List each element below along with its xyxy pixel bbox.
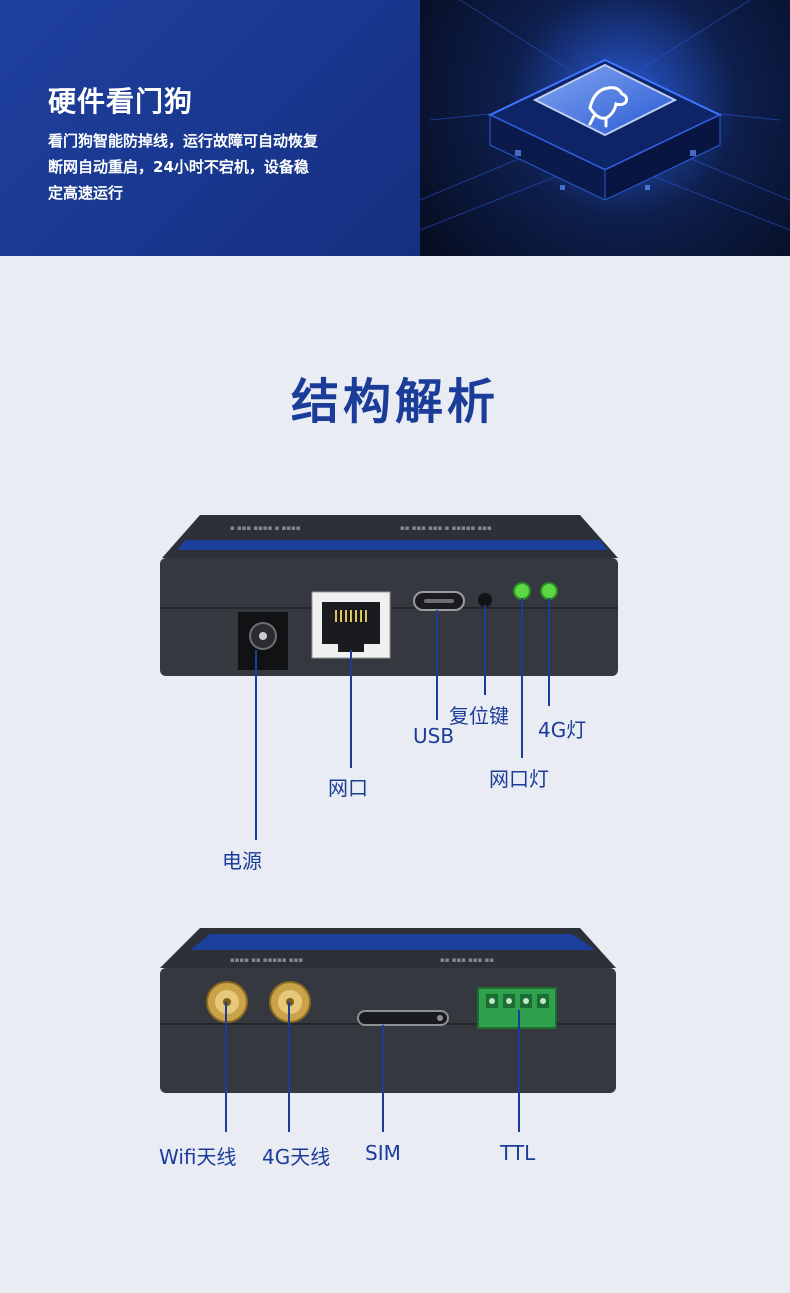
4g-antenna-label: 4G天线	[262, 1145, 331, 1169]
ttl-label: TTL	[500, 1141, 536, 1165]
antenna-connector	[206, 981, 248, 1023]
sim-pointer	[382, 1025, 384, 1132]
ethernet-pointer	[350, 650, 352, 768]
wifi-antenna-label: Wifi天线	[159, 1145, 237, 1169]
banner-line: 看门狗智能防掉线，运行故障可自动恢复	[48, 132, 319, 150]
net-led-pointer	[521, 598, 523, 758]
sim-label: SIM	[365, 1141, 401, 1165]
antenna-connector	[269, 981, 311, 1023]
power-pointer	[255, 650, 257, 840]
ttl-pointer	[518, 1010, 520, 1132]
watchdog-chip-image	[420, 0, 790, 256]
net-led-label: 网口灯	[489, 767, 549, 791]
svg-text:▪▪▪▪ ▪▪ ▪▪▪▪▪ ▪▪▪: ▪▪▪▪ ▪▪ ▪▪▪▪▪ ▪▪▪	[230, 956, 303, 964]
banner-title: 硬件看门狗	[48, 85, 194, 118]
device-back-view: ▪▪▪▪ ▪▪ ▪▪▪▪▪ ▪▪▪ ▪▪ ▪▪▪ ▪▪▪ ▪▪	[0, 920, 790, 1100]
reset-pointer	[484, 605, 486, 695]
banner-description: 看门狗智能防掉线，运行故障可自动恢复 断网自动重启，24小时不宕机，设备稳 定高…	[48, 128, 393, 206]
4g-led-label: 4G灯	[538, 718, 587, 742]
usb-pointer	[436, 610, 438, 720]
4g-led-pointer	[548, 598, 550, 706]
reset-label: 复位键	[449, 704, 509, 728]
feature-banner: 硬件看门狗 看门狗智能防掉线，运行故障可自动恢复 断网自动重启，24小时不宕机，…	[0, 0, 790, 256]
banner-text-panel: 硬件看门狗 看门狗智能防掉线，运行故障可自动恢复 断网自动重启，24小时不宕机，…	[0, 0, 420, 256]
section-title: 结构解析	[290, 374, 499, 430]
banner-line: 定高速运行	[48, 184, 124, 202]
svg-text:▪▪ ▪▪▪ ▪▪▪ ▪ ▪▪▪▪▪ ▪▪▪: ▪▪ ▪▪▪ ▪▪▪ ▪ ▪▪▪▪▪ ▪▪▪	[400, 524, 492, 532]
svg-text:▪▪ ▪▪▪ ▪▪▪ ▪▪: ▪▪ ▪▪▪ ▪▪▪ ▪▪	[440, 956, 494, 964]
wifi-antenna-pointer	[225, 1002, 227, 1132]
dog-icon	[588, 86, 628, 128]
ethernet-label: 网口	[328, 776, 368, 800]
power-label: 电源	[222, 849, 262, 873]
svg-text:▪ ▪▪▪ ▪▪▪▪ ▪ ▪▪▪▪: ▪ ▪▪▪ ▪▪▪▪ ▪ ▪▪▪▪	[230, 524, 301, 532]
usb-label: USB	[413, 724, 455, 748]
chip-illustration	[420, 0, 790, 231]
device-back-illustration: ▪▪▪▪ ▪▪ ▪▪▪▪▪ ▪▪▪ ▪▪ ▪▪▪ ▪▪▪ ▪▪	[160, 928, 616, 1093]
device-front-illustration: ▪ ▪▪▪ ▪▪▪▪ ▪ ▪▪▪▪ ▪▪ ▪▪▪ ▪▪▪ ▪ ▪▪▪▪▪ ▪▪▪	[160, 515, 618, 676]
4g-antenna-pointer	[288, 1002, 290, 1132]
banner-line: 断网自动重启，24小时不宕机，设备稳	[48, 158, 309, 176]
device-front-view: ▪ ▪▪▪ ▪▪▪▪ ▪ ▪▪▪▪ ▪▪ ▪▪▪ ▪▪▪ ▪ ▪▪▪▪▪ ▪▪▪	[0, 500, 790, 690]
